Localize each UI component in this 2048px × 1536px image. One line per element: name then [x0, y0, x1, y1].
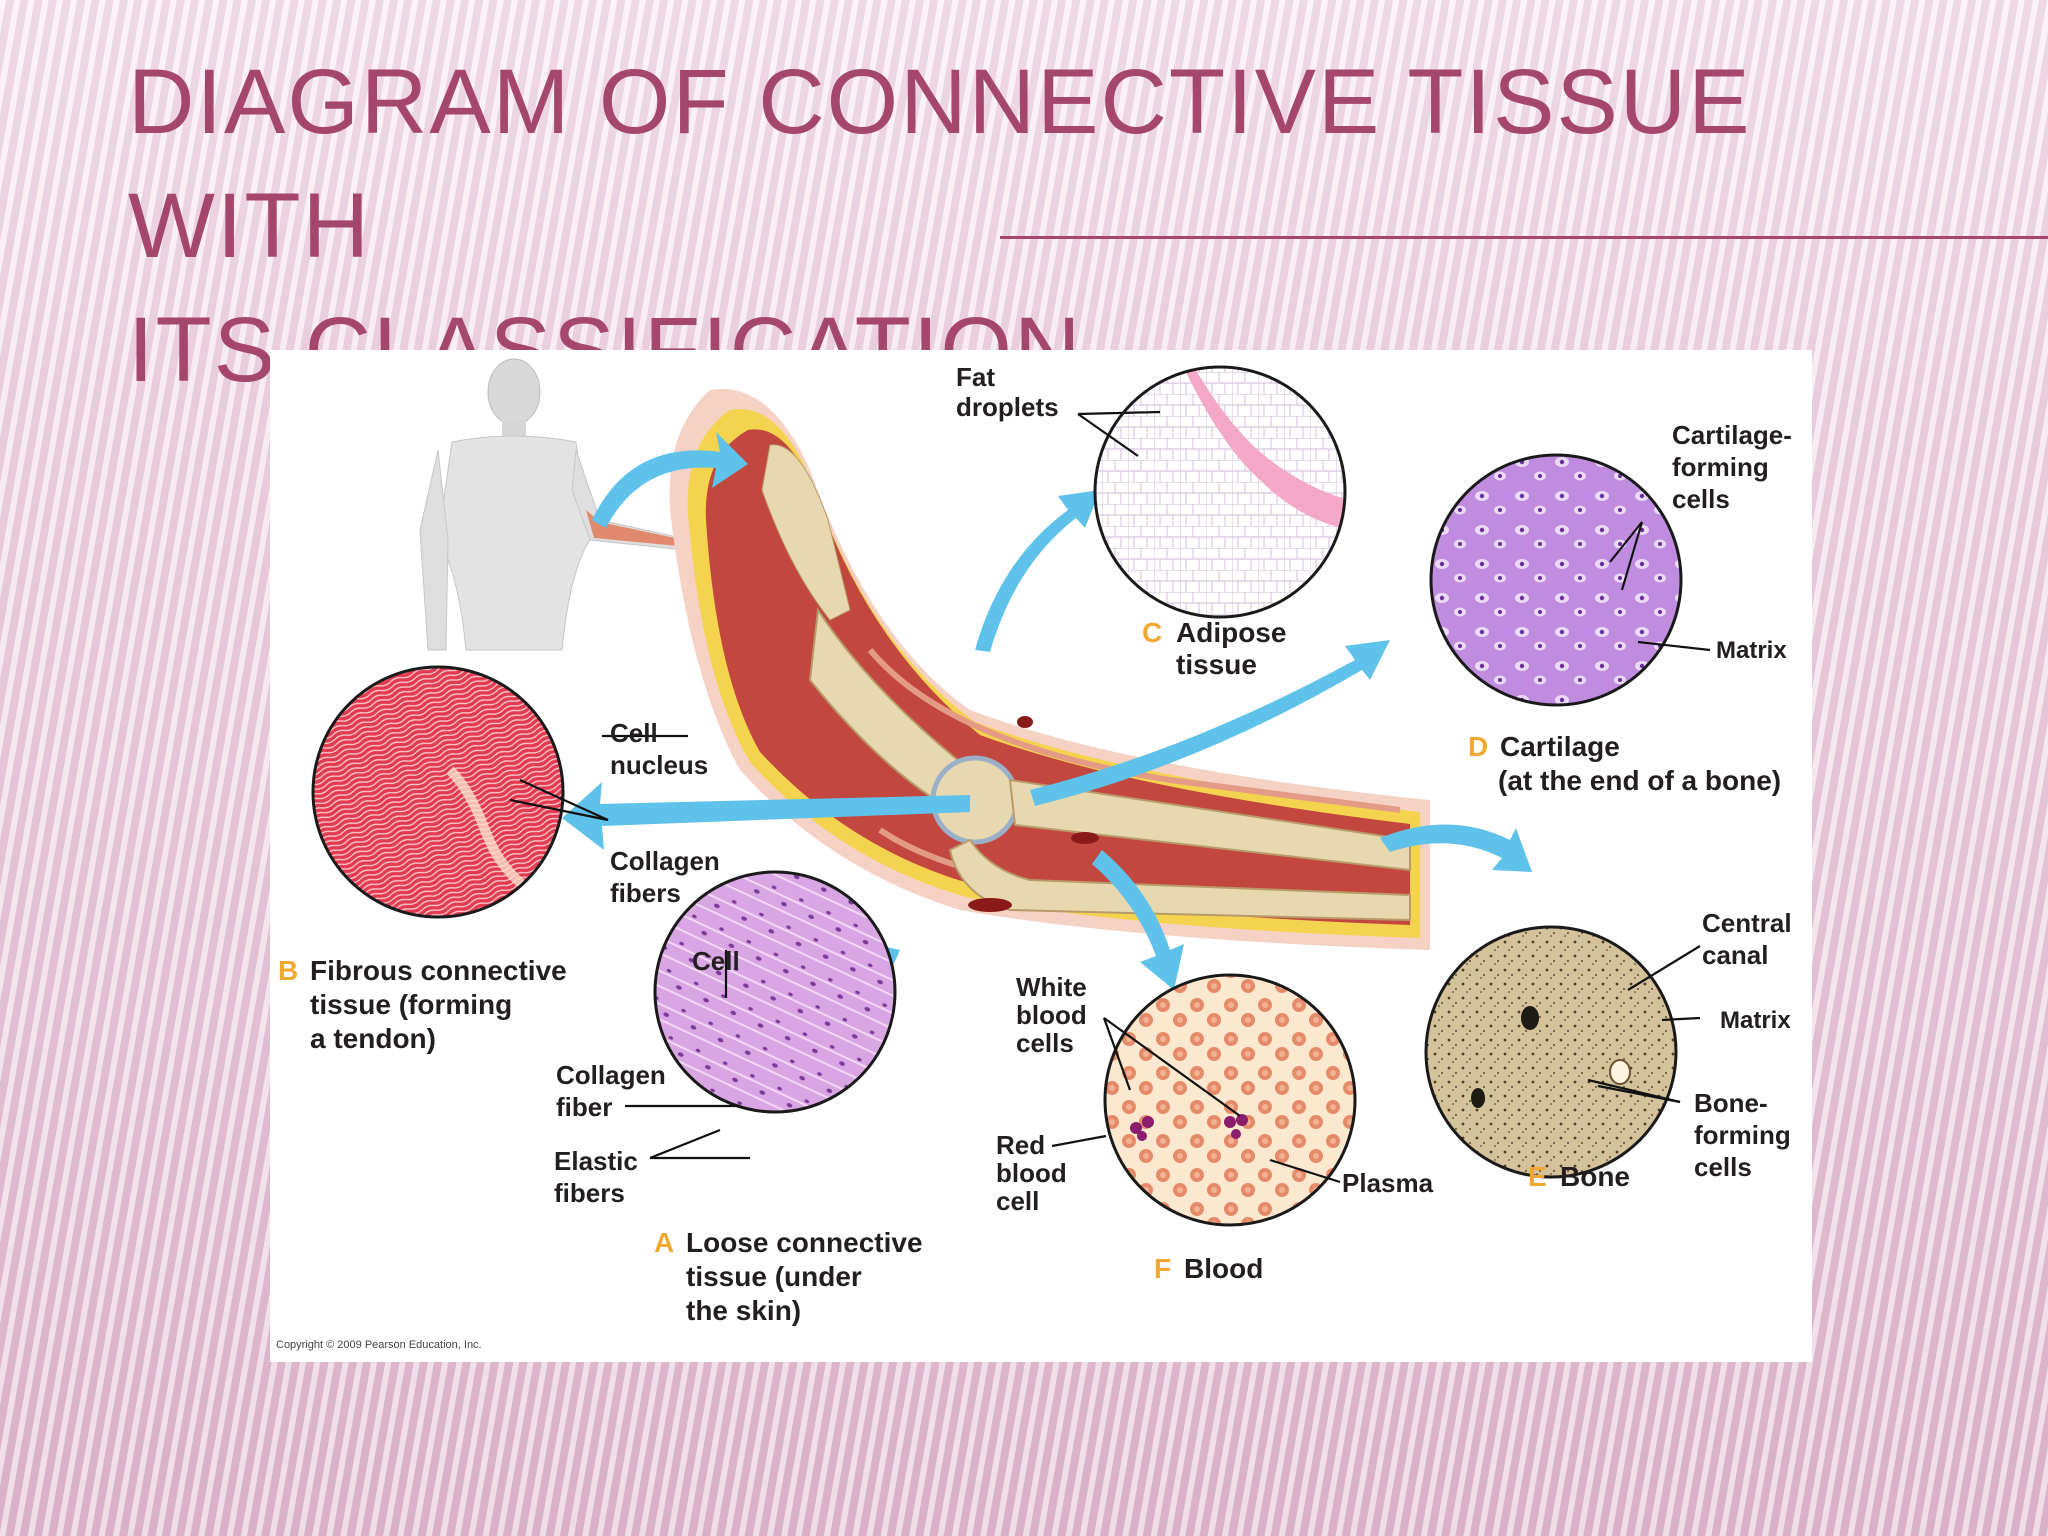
- tissue-letter-d: D: [1468, 731, 1488, 762]
- tissue-name-b-1: Fibrous connective: [310, 955, 567, 986]
- labels-d-cartilage: Cartilage- forming cells Matrix D Cartil…: [1468, 420, 1792, 796]
- label-cell-nucleus-1: Cell: [610, 718, 658, 748]
- label-cartilage-forming-2: forming: [1672, 452, 1769, 482]
- label-collagen-fiber-2: fiber: [556, 1092, 612, 1122]
- label-red-blood-cell-2: blood: [996, 1158, 1067, 1188]
- label-cell-nucleus-2: nucleus: [610, 750, 708, 780]
- copyright-notice: Copyright © 2009 Pearson Education, Inc.: [276, 1339, 482, 1351]
- micrograph-b-fibrous: [311, 665, 565, 919]
- label-cartilage-matrix: Matrix: [1716, 637, 1787, 664]
- label-fat-droplets-1: Fat: [956, 362, 995, 392]
- tissue-name-c-2: tissue: [1176, 649, 1257, 680]
- label-white-blood-cells-1: White: [1016, 972, 1087, 1002]
- micrograph-a-loose: [653, 870, 897, 1114]
- label-collagen-fiber-1: Collagen: [556, 1060, 666, 1090]
- figure-svg: Fat droplets C Adipose tissue Cartilage-…: [276, 358, 1792, 1351]
- tissue-name-a-1: Loose connective: [686, 1227, 923, 1258]
- label-leader-lines: [509, 410, 1711, 1184]
- label-cartilage-forming-1: Cartilage-: [1672, 420, 1792, 450]
- tissue-letter-b: B: [278, 955, 298, 986]
- label-bone-forming-1: Bone-: [1694, 1088, 1768, 1118]
- labels-a-loose: Cell Collagen fiber Elastic fibers A Loo…: [554, 946, 923, 1326]
- labels-f-blood: White blood cells Red blood cell Plasma …: [996, 972, 1434, 1284]
- label-bone-forming-3: cells: [1694, 1152, 1752, 1182]
- human-figure-illustration: [419, 358, 691, 651]
- label-cartilage-forming-3: cells: [1672, 484, 1730, 514]
- label-cell: Cell: [692, 946, 740, 976]
- labels-b-fibrous: Cell nucleus Collagen fibers B Fibrous c…: [278, 718, 720, 1054]
- tissue-name-b-2: tissue (forming: [310, 989, 512, 1020]
- tissue-name-e-1: Bone: [1560, 1161, 1630, 1192]
- label-collagen-fibers-1: Collagen: [610, 846, 720, 876]
- label-elastic-fibers-1: Elastic: [554, 1146, 638, 1176]
- label-red-blood-cell-3: cell: [996, 1186, 1039, 1216]
- label-bone-forming-2: forming: [1694, 1120, 1791, 1150]
- tissue-letter-c: C: [1142, 617, 1162, 648]
- title-underline: [1000, 236, 2048, 239]
- label-central-canal-2: canal: [1702, 940, 1769, 970]
- label-fat-droplets-2: droplets: [956, 392, 1059, 422]
- label-bone-matrix: Matrix: [1720, 1007, 1791, 1034]
- label-plasma: Plasma: [1342, 1168, 1434, 1198]
- label-white-blood-cells-2: blood: [1016, 1000, 1087, 1030]
- micrograph-e-bone: [1424, 925, 1678, 1179]
- label-white-blood-cells-3: cells: [1016, 1028, 1074, 1058]
- tissue-name-d-1: Cartilage: [1500, 731, 1620, 762]
- label-red-blood-cell-1: Red: [996, 1130, 1045, 1160]
- tissue-name-a-3: the skin): [686, 1295, 801, 1326]
- tissue-letter-e: E: [1528, 1161, 1547, 1192]
- tissue-name-d-2: (at the end of a bone): [1498, 765, 1781, 796]
- tissue-letter-a: A: [654, 1227, 674, 1258]
- tissue-name-a-2: tissue (under: [686, 1261, 862, 1292]
- tissue-name-f-1: Blood: [1184, 1253, 1263, 1284]
- tissue-letter-f: F: [1154, 1253, 1171, 1284]
- tissue-name-c-1: Adipose: [1176, 617, 1286, 648]
- tissue-name-b-3: a tendon): [310, 1023, 436, 1054]
- connective-tissue-figure: Fat droplets C Adipose tissue Cartilage-…: [270, 350, 1812, 1362]
- micrograph-f-blood: [1103, 973, 1357, 1227]
- labels-c-adipose: Fat droplets C Adipose tissue: [956, 362, 1286, 680]
- micrograph-c-adipose: [1093, 365, 1347, 619]
- label-elastic-fibers-2: fibers: [554, 1178, 625, 1208]
- label-collagen-fibers-2: fibers: [610, 878, 681, 908]
- label-central-canal-1: Central: [1702, 908, 1792, 938]
- slide-title-line-1: DIAGRAM OF CONNECTIVE TISSUE WITH: [128, 51, 1752, 277]
- micrograph-d-cartilage: [1429, 453, 1683, 707]
- labels-e-bone: Central canal Matrix Bone- forming cells…: [1528, 908, 1792, 1192]
